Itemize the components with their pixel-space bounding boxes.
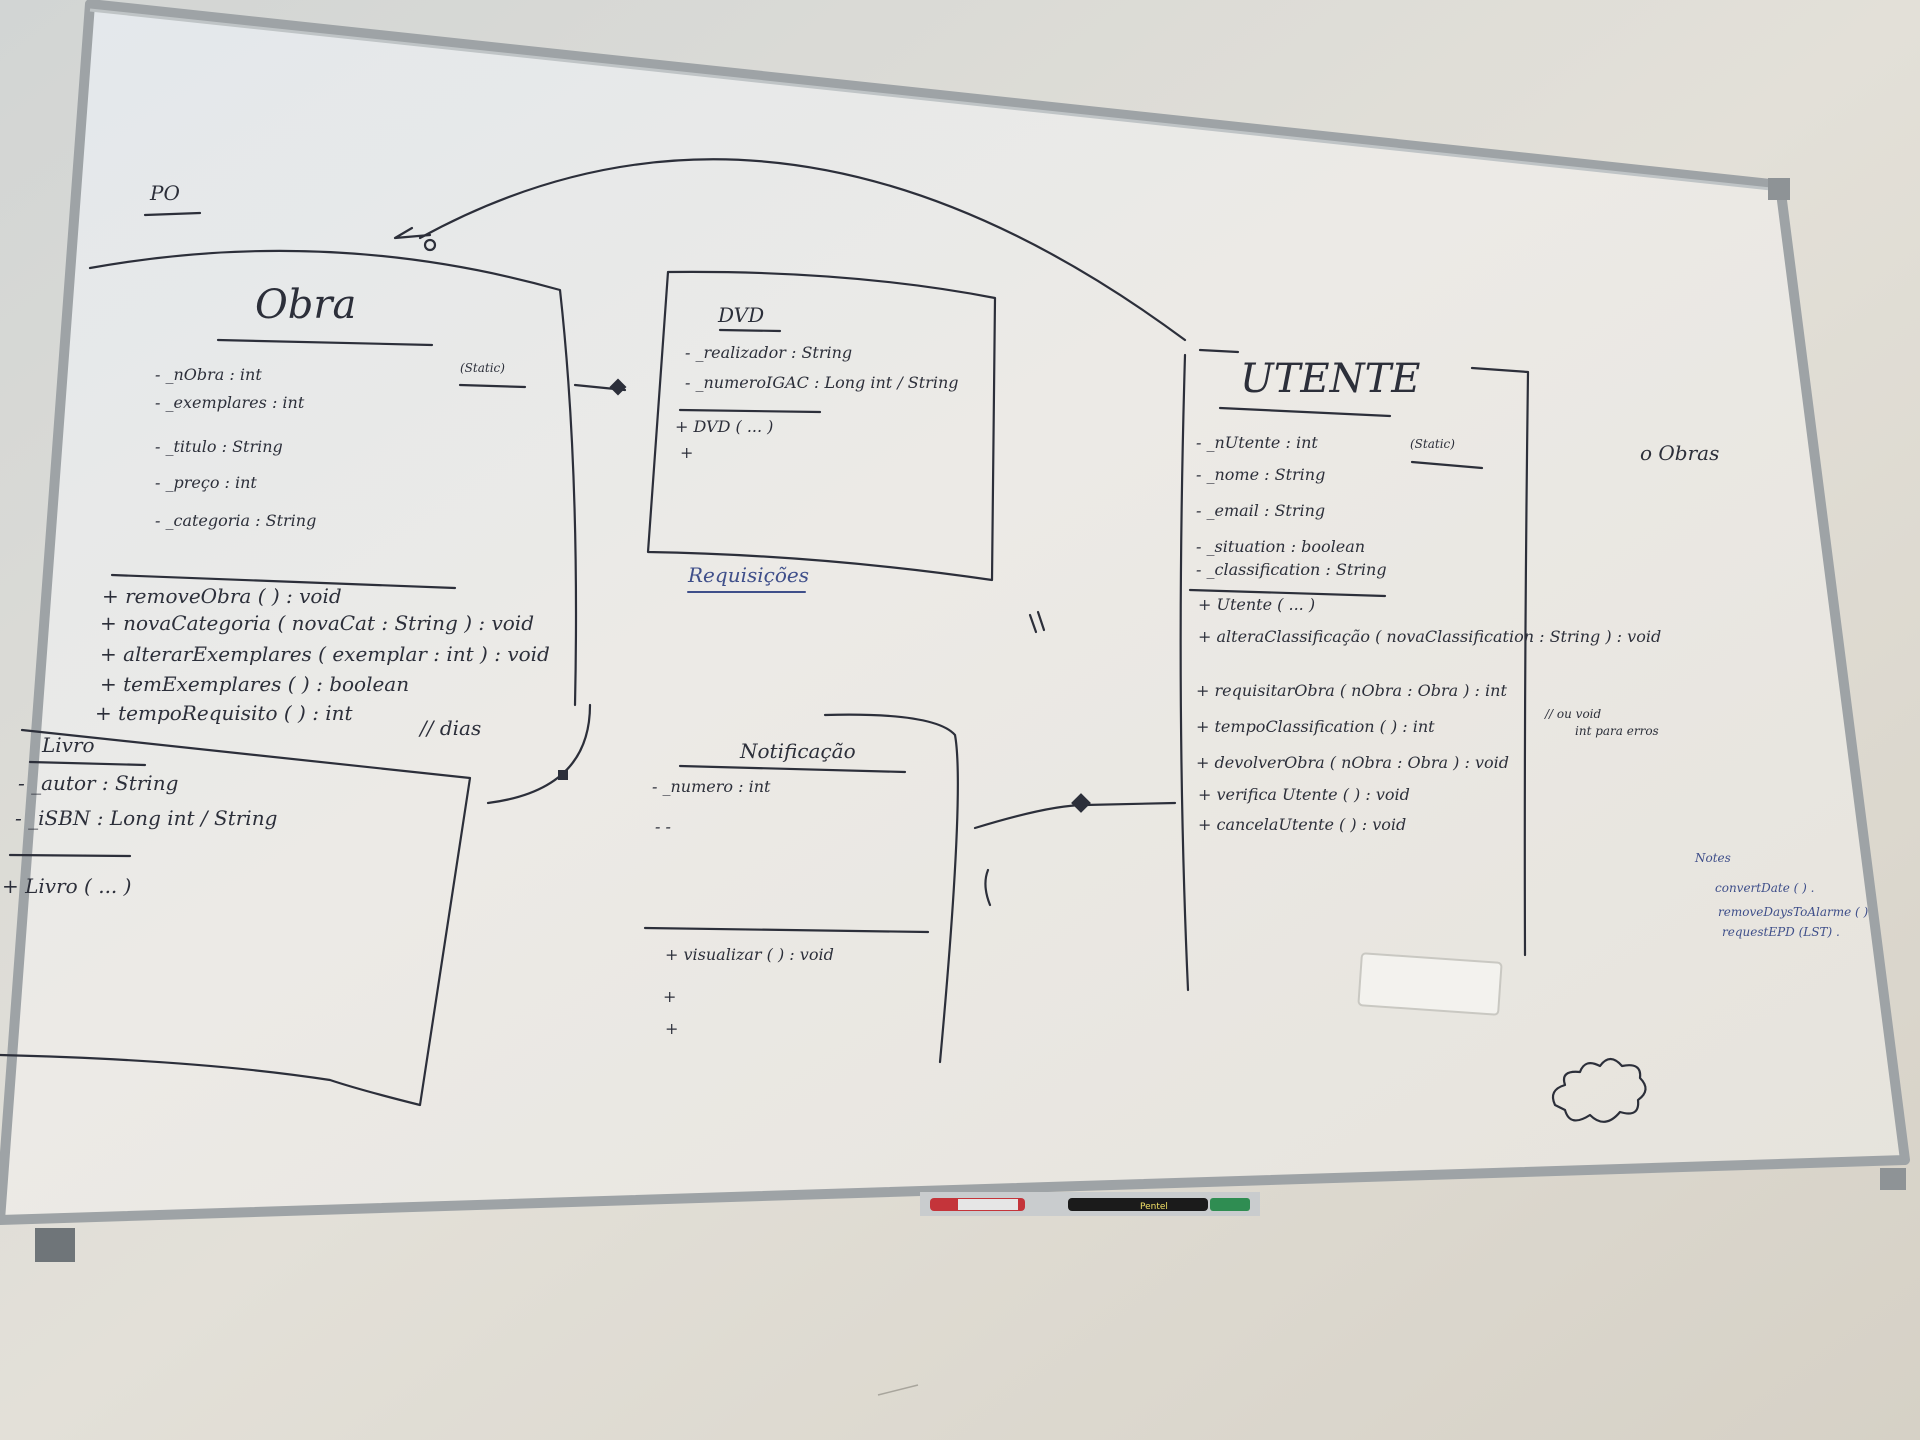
utente-method: + Utente ( ... ): [1198, 595, 1315, 614]
obra-dvd-diamond: [609, 378, 627, 396]
utente-box-right-edge: [1470, 366, 1530, 957]
livro-methods-divider: [8, 853, 132, 858]
utente-static-underline: [1410, 460, 1484, 470]
livro-title-underline: [28, 760, 147, 767]
requisicoes-label: Requisições: [687, 563, 809, 587]
header-underline: [143, 211, 202, 217]
frame-corner-bottom-right: [1880, 1168, 1906, 1190]
notificacao-side-mark: [984, 868, 992, 907]
marker-black: [1068, 1198, 1208, 1211]
obra-attr: - _categoria : String: [155, 511, 316, 530]
utente-attr: - _classification : String: [1196, 560, 1387, 579]
arc-multiplicity: [423, 238, 437, 252]
utente-attr: - _situation : boolean: [1196, 537, 1365, 556]
obra-title-divider: [216, 338, 434, 347]
dvd-title-underline: [718, 328, 782, 333]
obra-method: + alterarExemplares ( exemplar : int ) :…: [100, 642, 550, 666]
notificacao-box-outline: [823, 713, 959, 1064]
obra-attr: - _exemplares : int: [155, 393, 305, 412]
utente-attr: - _email : String: [1196, 501, 1325, 520]
obra-method: + removeObra ( ) : void: [102, 584, 342, 608]
obra-attr: - _nObra : int: [155, 365, 262, 384]
small-hatch-mark: [1028, 610, 1046, 634]
obra-livro-link-diamond: [558, 770, 568, 780]
utente-method: + tempoClassification ( ) : int: [1196, 717, 1435, 736]
utente-methods-divider: [1188, 588, 1387, 598]
class-utente: UTENTE (Static) - _nUtente : int - _nome…: [1179, 348, 1661, 992]
association-arc: [418, 158, 1187, 342]
obra-static-underline: [458, 383, 527, 389]
obra-days-note: // dias: [418, 716, 481, 740]
class-obra: Obra (Static) - _nObra : int - _exemplar…: [88, 249, 578, 740]
frame-top-shadow: [89, 8, 1781, 192]
class-livro: Livro - _autor : String - _iSBN : Long i…: [0, 728, 472, 1107]
obra-static-note: (Static): [460, 361, 505, 375]
dvd-title: DVD: [717, 303, 764, 327]
marker-brand-label: Pentel: [1140, 1202, 1168, 1212]
notificacao-methods-divider: [643, 926, 930, 934]
livro-method: + Livro ( ... ): [2, 874, 131, 898]
utente-box-left-edge: [1179, 353, 1190, 992]
class-dvd: DVD - _realizador : String - _numeroIGAC…: [646, 270, 997, 582]
int-para-erros-note: int para erros: [1575, 724, 1659, 738]
notes-header: Notes: [1694, 851, 1731, 865]
marker-red-barrel: [958, 1199, 1018, 1210]
arc-arrowhead: [393, 226, 432, 240]
notes-item: requestEPD (LST) .: [1722, 925, 1840, 939]
notificacao-method: +: [665, 1019, 678, 1038]
livro-attr: - _iSBN : Long int / String: [15, 806, 277, 830]
dvd-method: + DVD ( ... ): [675, 417, 773, 436]
obra-methods-divider: [110, 573, 457, 590]
utente-attr: - _nUtente : int: [1196, 433, 1318, 452]
ou-void-note: // ou void: [1544, 707, 1602, 721]
notes-item: convertDate ( ) .: [1715, 881, 1814, 895]
notificacao-method: +: [663, 987, 676, 1006]
obra-attr: - _preço : int: [155, 473, 257, 492]
livro-title: Livro: [41, 733, 95, 757]
obra-method: + temExemplares ( ) : boolean: [100, 672, 409, 696]
obra-box-outline: [88, 249, 578, 707]
dvd-box-outline: [646, 270, 997, 582]
dvd-attr: - _realizador : String: [685, 343, 852, 362]
livro-box-outline: [0, 728, 472, 1107]
dvd-attr: - _numeroIGAC : Long int / String: [685, 373, 959, 392]
utente-method: + requisitarObra ( nObra : Obra ) : int: [1196, 681, 1507, 700]
utente-method: + alteraClassificação ( novaClassificati…: [1198, 627, 1661, 646]
notificacao-utente-diamond: [1071, 793, 1091, 813]
class-notificacao: Notificação - _numero : int - - + visual…: [643, 713, 992, 1064]
whiteboard-surface: [0, 4, 1905, 1220]
obra-method: + novaCategoria ( novaCat : String ) : v…: [100, 611, 534, 635]
wall-scratch: [877, 1384, 919, 1396]
whiteboard-eraser[interactable]: [1357, 952, 1503, 1016]
obra-title: Obra: [255, 282, 356, 328]
board-header: PO: [149, 181, 180, 205]
notes-item: removeDaysToAlarme ( ): [1718, 905, 1869, 919]
notificacao-attr: - -: [655, 817, 671, 836]
livro-attr: - _autor : String: [18, 771, 178, 795]
dvd-methods-divider: [678, 408, 822, 414]
notificacao-title-divider: [678, 764, 907, 774]
marker-green: [1210, 1198, 1250, 1211]
whiteboard-frame: [0, 0, 1910, 1225]
frame-corner-right: [1768, 178, 1790, 200]
utente-title-divider: [1218, 406, 1392, 418]
notificacao-attr: - _numero : int: [652, 777, 771, 796]
dvd-method: +: [680, 443, 693, 462]
utente-method: + cancelaUtente ( ) : void: [1198, 815, 1406, 834]
obras-note: o Obras: [1640, 441, 1719, 465]
wall-mount-bracket: [35, 1228, 75, 1262]
utente-attr: - _nome : String: [1196, 465, 1325, 484]
obra-attr: - _titulo : String: [155, 437, 283, 456]
notificacao-method: + visualizar ( ) : void: [665, 945, 834, 964]
utente-method: + verifica Utente ( ) : void: [1198, 785, 1410, 804]
utente-static-note: (Static): [1410, 437, 1455, 451]
utente-method: + devolverObra ( nObra : Obra ) : void: [1196, 753, 1509, 772]
utente-title: UTENTE: [1240, 356, 1420, 402]
utente-top-edge: [1198, 348, 1240, 354]
notificacao-title: Notificação: [739, 739, 856, 763]
obra-method: + tempoRequisito ( ) : int: [95, 701, 354, 725]
cloud-doodle: [1551, 1057, 1647, 1123]
